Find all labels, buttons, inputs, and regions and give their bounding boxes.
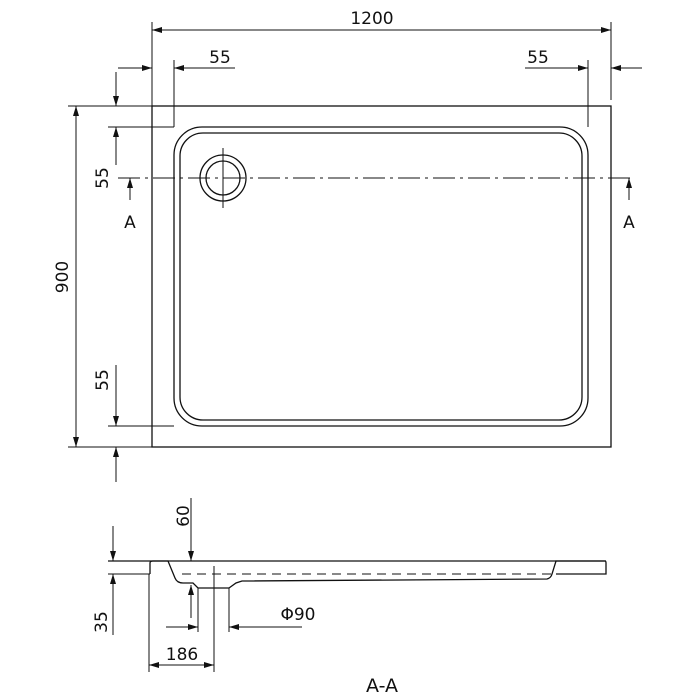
rim-dimension: 35 — [92, 611, 112, 633]
height-dimension: 900 — [53, 261, 73, 293]
width-dimension: 1200 — [350, 9, 393, 29]
tray-profile — [149, 560, 607, 589]
plan-view: 1200 55 55 900 55 55 A A — [53, 9, 642, 482]
section-mark-right: A — [623, 213, 635, 233]
section-view: 60 35 Φ90 186 A-A — [92, 498, 607, 697]
basin-inner-edge — [179, 132, 583, 421]
drain-diameter-dimension: Φ90 — [280, 605, 315, 625]
top-margin-dimension: 55 — [93, 167, 113, 189]
left-margin-dimension: 55 — [209, 48, 231, 68]
bottom-margin-dimension: 55 — [93, 369, 113, 391]
tray-outline — [151, 105, 612, 448]
right-margin-dimension: 55 — [527, 48, 549, 68]
section-mark-left: A — [124, 213, 136, 233]
depth-dimension: 60 — [174, 505, 194, 527]
basin-outer-edge — [173, 126, 589, 427]
drain-offset-dimension: 186 — [166, 645, 198, 665]
section-label: A-A — [366, 675, 398, 697]
